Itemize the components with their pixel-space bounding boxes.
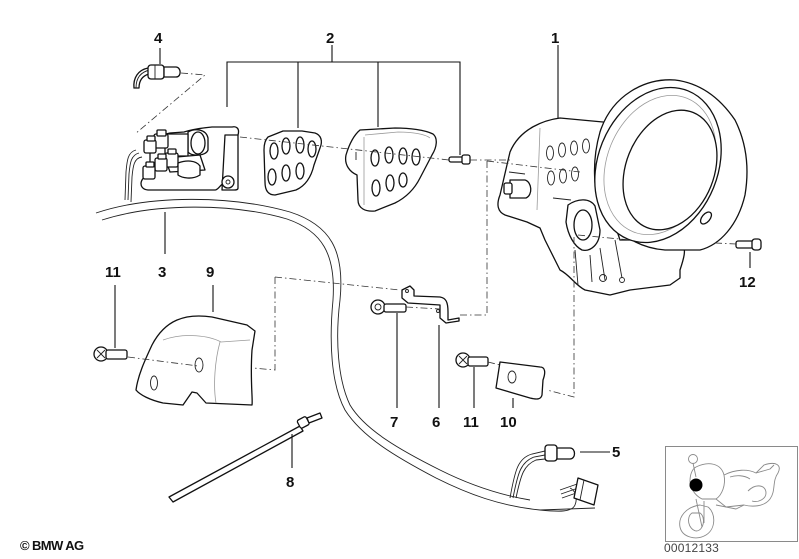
part-cable-tie[interactable]: [168, 412, 323, 503]
location-marker-icon: [689, 478, 703, 492]
part-cover[interactable]: [135, 315, 256, 406]
assembly-lines: [127, 72, 737, 398]
locator-thumbnail: [665, 446, 798, 542]
part-bezel-screw[interactable]: [735, 238, 762, 251]
part-mount-screw[interactable]: [448, 154, 471, 165]
part-instrument-cluster-housing[interactable]: [497, 68, 748, 296]
part-oval-head-screw-right[interactable]: [455, 352, 489, 368]
callout-6[interactable]: 6: [432, 414, 440, 431]
callout-12[interactable]: 12: [739, 274, 756, 291]
callout-3[interactable]: 3: [158, 264, 166, 281]
copyright-notice: © BMW AG: [20, 538, 84, 553]
part-lamp-holder-assembly[interactable]: [124, 126, 240, 203]
callout-11-left[interactable]: 11: [105, 264, 121, 281]
part-bracket[interactable]: [401, 285, 460, 324]
part-oval-head-screw-left[interactable]: [93, 346, 128, 362]
motorcycle-icon: [679, 454, 780, 539]
callout-4[interactable]: 4: [154, 30, 163, 47]
part-hex-bolt[interactable]: [370, 299, 407, 315]
callout-2[interactable]: 2: [326, 30, 334, 47]
callout-9[interactable]: 9: [206, 264, 214, 281]
callout-8[interactable]: 8: [286, 474, 294, 491]
callout-5[interactable]: 5: [612, 444, 620, 461]
callout-1[interactable]: 1: [551, 30, 559, 47]
part-bulb-socket[interactable]: [133, 64, 181, 89]
part-wiring-harness[interactable]: [95, 198, 599, 512]
callout-7[interactable]: 7: [390, 414, 398, 431]
diagram-id: 00012133: [664, 541, 719, 555]
part-rubber-plate-flat[interactable]: [263, 130, 322, 196]
part-small-cover[interactable]: [495, 361, 546, 400]
callout-labels: 1 2 3 4 5 6 7 8 9 10 11 11 12: [105, 30, 756, 491]
callout-11-right[interactable]: 11: [463, 414, 479, 431]
part-rubber-plate-thick[interactable]: [344, 127, 437, 212]
leader-lines: [114, 45, 751, 468]
callout-10[interactable]: 10: [500, 414, 517, 431]
